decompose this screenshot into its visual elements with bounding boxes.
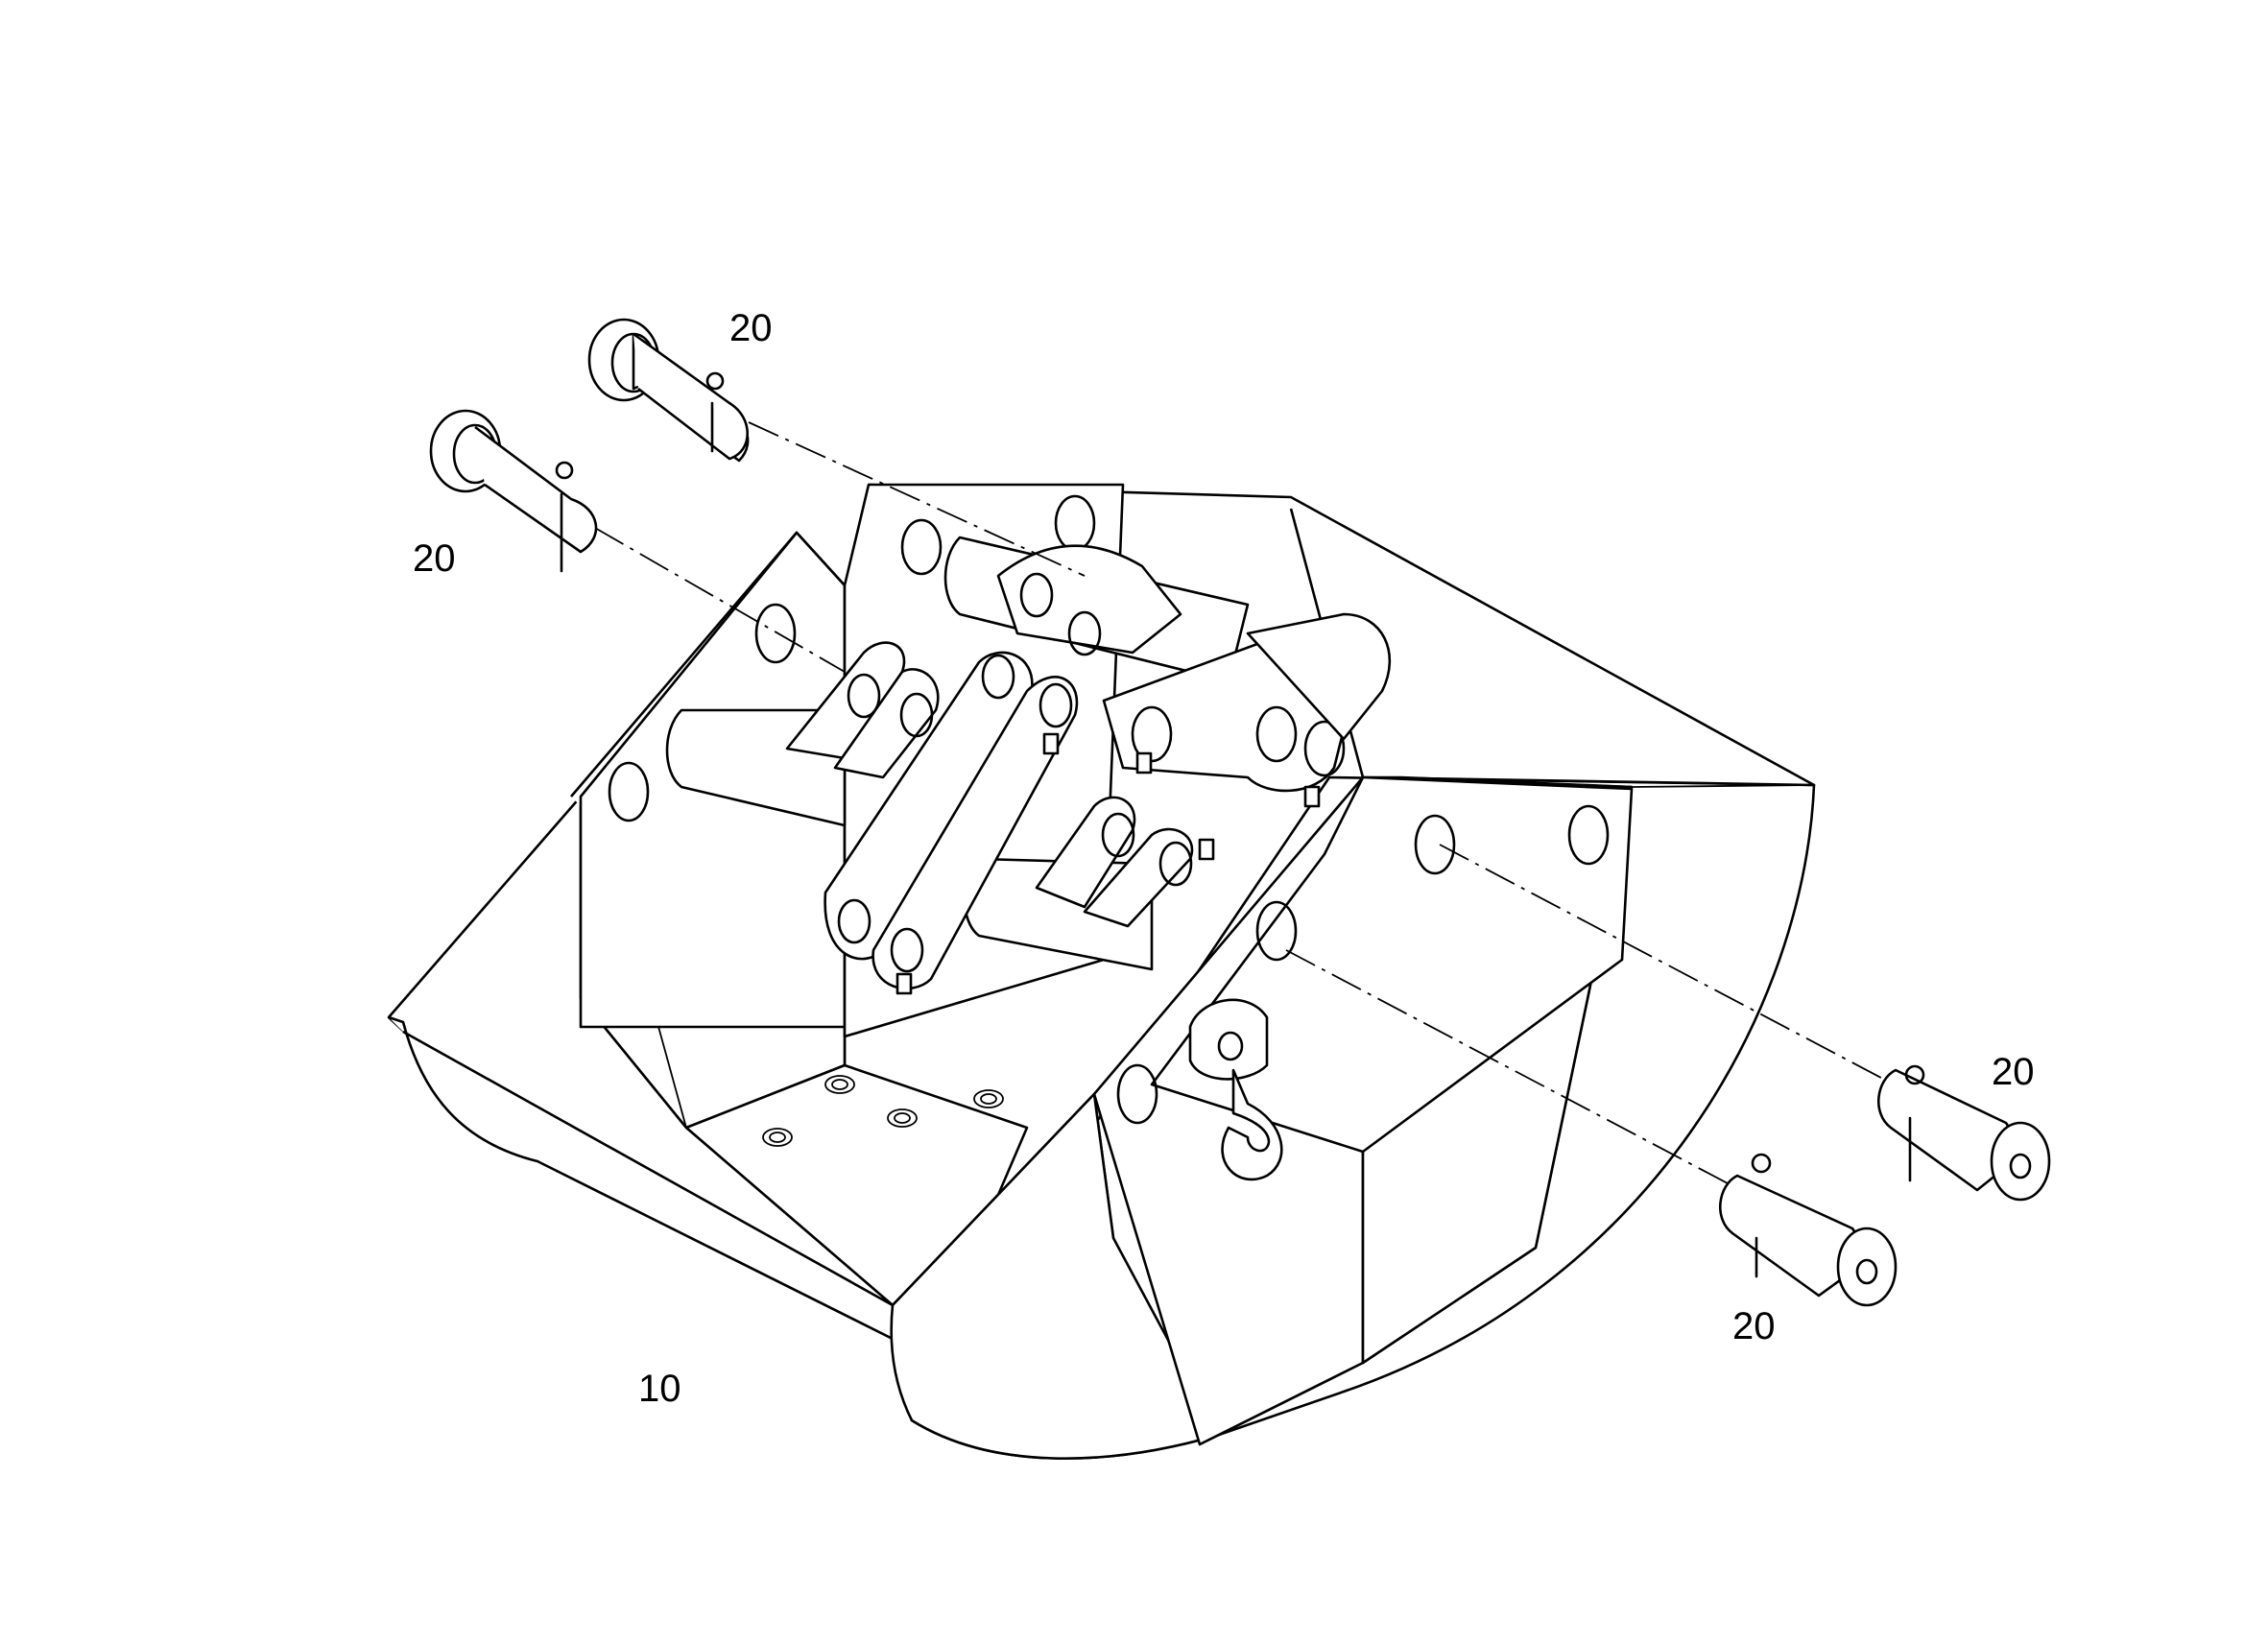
pin-lower-left [429, 409, 598, 573]
coupler-frame [579, 483, 1634, 1181]
upper-lug-pair [996, 544, 1182, 655]
keeper-block-2 [1135, 751, 1153, 774]
lifting-hook [1188, 998, 1283, 1181]
left-lip [388, 1015, 895, 1341]
callout-bucket: 10 [638, 1368, 681, 1410]
keeper-block-4 [895, 972, 913, 995]
pin-lower-right [1719, 1153, 1898, 1307]
pin-upper-left [587, 318, 750, 463]
keeper-block-5 [1198, 838, 1215, 861]
callout-pin-upper-left: 20 [729, 307, 773, 349]
far-right-linkage [1246, 612, 1392, 741]
center-link-arm-2 [871, 676, 1079, 990]
callout-pin-lower-left: 20 [413, 537, 456, 580]
assembly-centerlines [594, 421, 1949, 1220]
keeper-block-3 [1303, 785, 1321, 808]
keeper-block-1 [1042, 732, 1060, 755]
right-lug-plate [1150, 775, 1634, 1154]
right-lip [890, 1092, 1221, 1460]
callout-pin-lower-right: 20 [1732, 1305, 1776, 1347]
bucket-body [387, 483, 1816, 1460]
callout-pin-upper-right: 20 [1992, 1051, 2035, 1093]
link-arm-left-2 [833, 668, 940, 779]
floor-bolts [762, 1075, 1004, 1147]
pin-upper-right [1877, 1064, 2051, 1202]
